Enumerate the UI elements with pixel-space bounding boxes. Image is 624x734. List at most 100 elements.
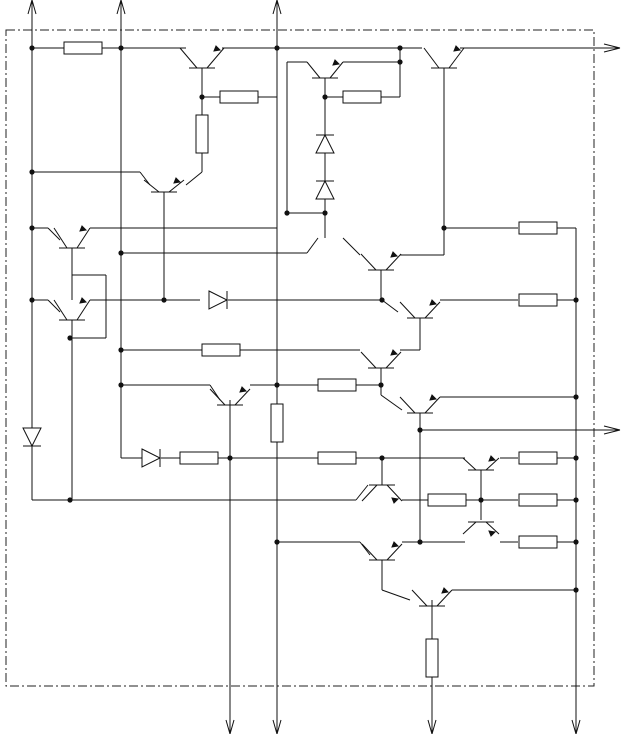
junction-dot xyxy=(397,45,403,51)
transistor-q13 xyxy=(462,455,500,471)
transistor-q10 xyxy=(209,386,251,406)
output-arrow-4 xyxy=(571,719,581,734)
transistor-q9 xyxy=(360,349,402,395)
resistor-r15 xyxy=(518,535,558,549)
diode-d2 xyxy=(315,179,335,200)
transistor-q3 xyxy=(423,45,465,228)
wire xyxy=(380,394,403,411)
junction-dots xyxy=(29,45,579,593)
resistor-r8 xyxy=(317,378,357,392)
terminal-arrows xyxy=(27,0,621,734)
junction-dot xyxy=(67,497,73,503)
emitter-arrow xyxy=(173,177,182,184)
emitter-arrow xyxy=(441,587,450,594)
wire xyxy=(47,299,61,313)
emitter-arrow xyxy=(390,349,399,356)
junction-dot xyxy=(118,45,124,51)
junction-dot xyxy=(573,497,579,503)
junction-dot xyxy=(322,210,328,216)
emitter-arrow xyxy=(213,45,222,52)
junction-dot xyxy=(397,59,403,65)
junction-dot xyxy=(274,382,280,388)
junction-dot xyxy=(573,297,579,303)
junction-dot xyxy=(29,225,35,231)
transistor-q7 xyxy=(360,251,402,300)
wire xyxy=(359,541,371,556)
resistor-r10 xyxy=(179,451,219,465)
wire xyxy=(381,299,399,313)
resistor-r12 xyxy=(427,493,467,507)
emitter-arrow xyxy=(79,297,88,304)
resistor-r11 xyxy=(317,451,357,465)
junction-dot xyxy=(284,210,290,216)
dash-dot-boundary xyxy=(5,29,595,687)
emitter-arrow xyxy=(429,299,438,306)
junction-dot xyxy=(379,455,385,461)
resistor-r7 xyxy=(201,343,241,357)
junction-dot xyxy=(161,297,167,303)
wire xyxy=(47,227,61,241)
junction-dot xyxy=(274,45,280,51)
emitter-arrow xyxy=(488,455,497,462)
junction-dot xyxy=(478,497,484,503)
resistor-r6 xyxy=(518,293,558,307)
output-arrow-1 xyxy=(225,719,235,734)
wire xyxy=(306,237,319,254)
transistor-q4 xyxy=(143,177,185,193)
junction-dot xyxy=(118,250,124,256)
emitter-arrow xyxy=(488,530,497,537)
diode-d5 xyxy=(141,448,162,468)
resistor-r2 xyxy=(219,90,259,104)
junction-dot xyxy=(417,427,423,433)
transistor-q16 xyxy=(411,587,453,640)
transistor-q1 xyxy=(179,45,225,97)
output-arrow-top xyxy=(603,43,621,53)
junction-dot xyxy=(378,382,384,388)
emitter-arrow xyxy=(239,386,248,393)
emitter-arrow xyxy=(453,45,462,52)
junction-dot xyxy=(573,587,579,593)
transistor-q11 xyxy=(399,394,441,540)
emitter-arrow xyxy=(390,251,399,258)
transistor-q15 xyxy=(361,541,403,590)
diode-d4 xyxy=(22,427,42,448)
transistor-q5 xyxy=(53,225,91,300)
junction-dot xyxy=(199,94,205,100)
resistor-r13 xyxy=(518,493,558,507)
wire xyxy=(381,589,411,601)
wire xyxy=(342,237,361,256)
junction-dot xyxy=(118,347,124,353)
resistor-r14 xyxy=(518,451,558,465)
junction-dot xyxy=(29,45,35,51)
wire xyxy=(355,484,369,501)
junction-dot xyxy=(29,169,35,175)
junction-dot xyxy=(573,455,579,461)
resistor-r16 xyxy=(425,638,439,678)
resistor-top-left xyxy=(63,41,103,55)
junction-dot xyxy=(573,394,579,400)
emitter-arrow xyxy=(79,225,88,232)
resistor-r5 xyxy=(518,221,558,235)
junction-dot xyxy=(227,455,233,461)
output-arrow-2 xyxy=(272,719,282,734)
junction-dot xyxy=(573,539,579,545)
input-arrow-2 xyxy=(116,0,126,15)
transistor-q14 xyxy=(462,521,500,537)
junction-dot xyxy=(29,297,35,303)
junction-dot xyxy=(379,297,385,303)
junction-dot xyxy=(441,225,447,231)
emitter-arrow xyxy=(429,394,438,401)
diode-d1 xyxy=(315,133,335,154)
diode-d3 xyxy=(208,290,229,310)
input-arrow-3 xyxy=(272,0,282,15)
junction-dot xyxy=(417,539,423,545)
output-arrow-mid xyxy=(603,425,621,435)
junction-dot xyxy=(118,382,124,388)
wire xyxy=(185,171,203,186)
junction-dot xyxy=(67,335,73,341)
resistor-r4 xyxy=(342,90,382,104)
resistors xyxy=(63,41,558,678)
module-boundary xyxy=(5,29,595,687)
resistor-r3 xyxy=(195,114,209,154)
